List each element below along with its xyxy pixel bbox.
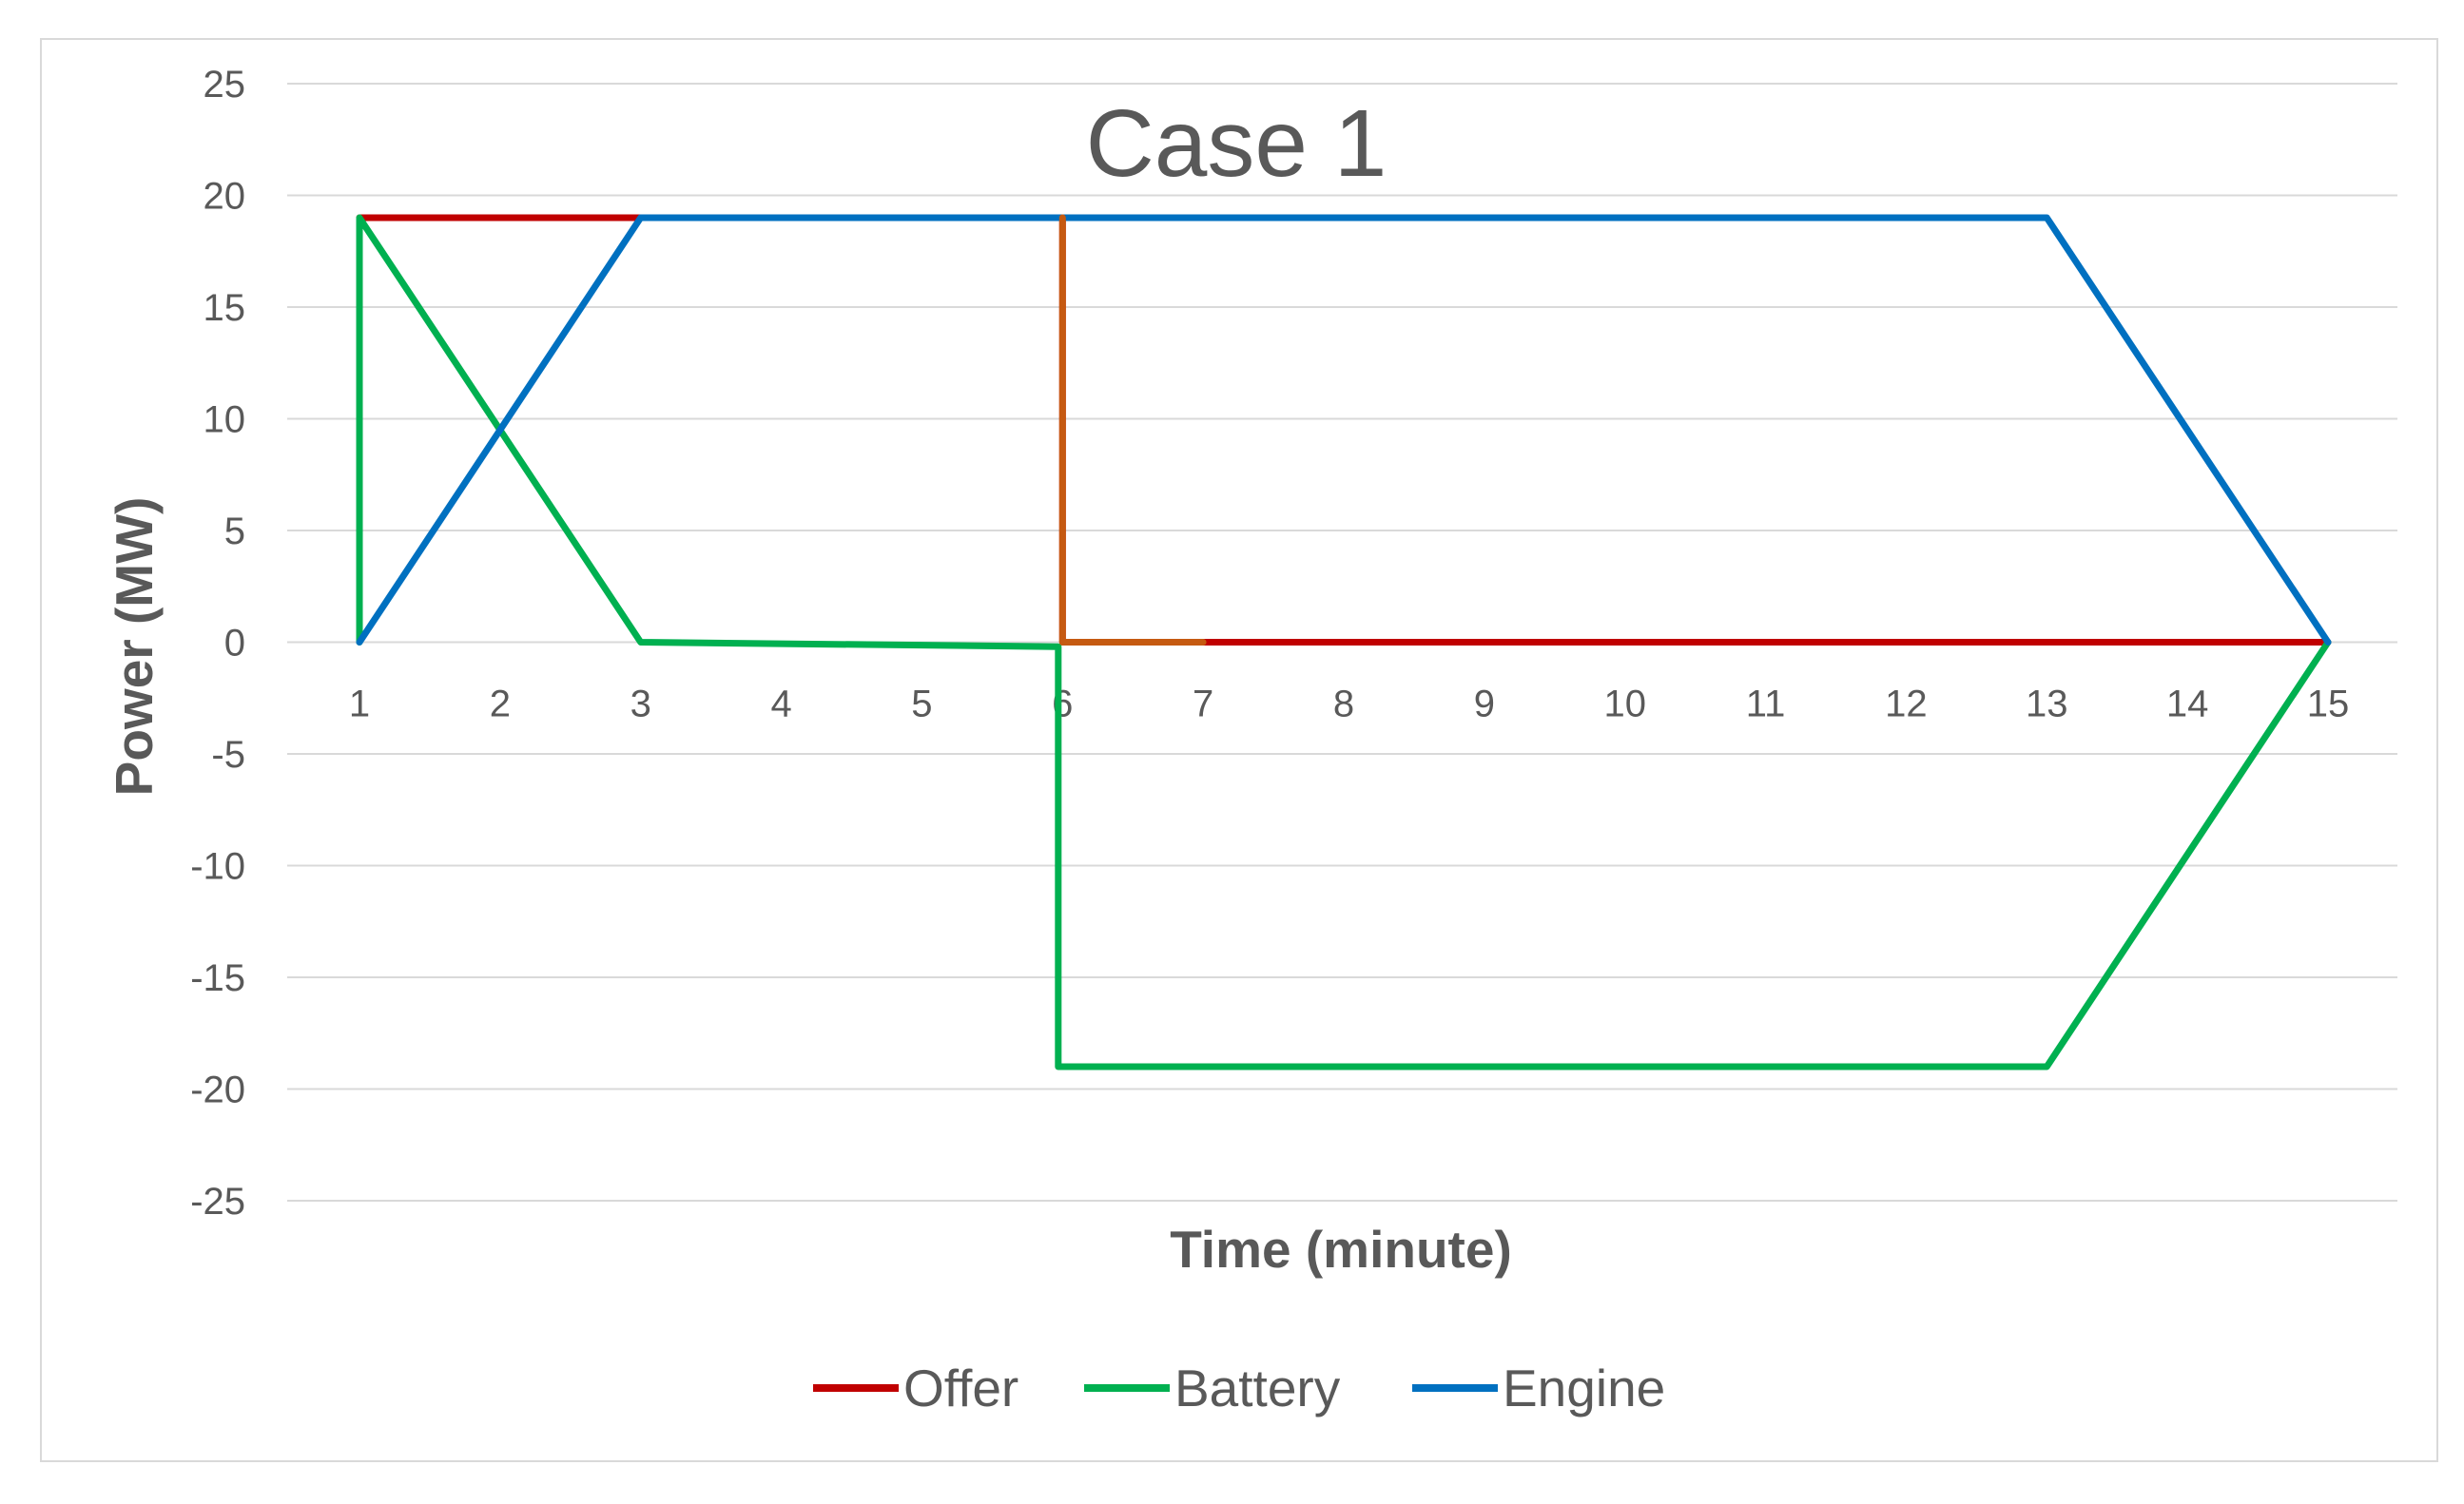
y-axis-title: Power (MW): [105, 497, 164, 797]
y-axis-ticks: 25 20 15 10 5 0 -5 -10 -15 -20 -25: [190, 64, 245, 1223]
y-tick-label: 20: [204, 176, 246, 218]
series-lines: [356, 214, 2332, 1070]
x-tick-label: 11: [1746, 684, 1786, 725]
x-tick-label: 8: [1333, 684, 1354, 725]
series-line-offer: [356, 214, 2332, 646]
y-tick-label: -10: [190, 846, 245, 888]
x-tick-label: 9: [1474, 684, 1495, 725]
x-tick-label: 5: [911, 684, 932, 725]
x-tick-label: 13: [2026, 684, 2068, 725]
chart-frame: [40, 38, 2438, 1462]
x-tick-label: 1: [349, 684, 370, 725]
x-tick-label: 12: [1885, 684, 1928, 725]
x-axis-title: Time (minute): [1170, 1220, 1512, 1279]
chart-title: Case 1: [1086, 90, 1387, 197]
x-tick-label: 4: [770, 684, 791, 725]
y-tick-label: -25: [190, 1181, 245, 1223]
y-tick-label: 0: [224, 623, 245, 665]
legend: Offer Battery Engine: [813, 1359, 1665, 1417]
legend-label-engine: Engine: [1503, 1359, 1665, 1417]
x-tick-label: 14: [2166, 684, 2209, 725]
y-tick-label: 5: [224, 511, 245, 552]
legend-label-battery: Battery: [1174, 1359, 1341, 1417]
y-tick-label: 25: [204, 64, 246, 106]
y-tick-label: -5: [211, 734, 245, 776]
x-tick-label: 10: [1603, 684, 1646, 725]
series-line-battery: [356, 214, 2332, 1070]
x-tick-label: 3: [631, 684, 651, 725]
legend-label-offer: Offer: [903, 1359, 1019, 1417]
x-tick-label: 2: [490, 684, 511, 725]
x-tick-label: 15: [2307, 684, 2350, 725]
y-tick-label: 15: [204, 287, 246, 329]
series-line-engine: [356, 214, 2332, 646]
overlay-segment: [1058, 214, 1207, 646]
x-tick-label: 7: [1193, 684, 1213, 725]
y-tick-label: -15: [190, 957, 245, 999]
y-tick-label: 10: [204, 399, 246, 441]
y-tick-label: -20: [190, 1070, 245, 1111]
